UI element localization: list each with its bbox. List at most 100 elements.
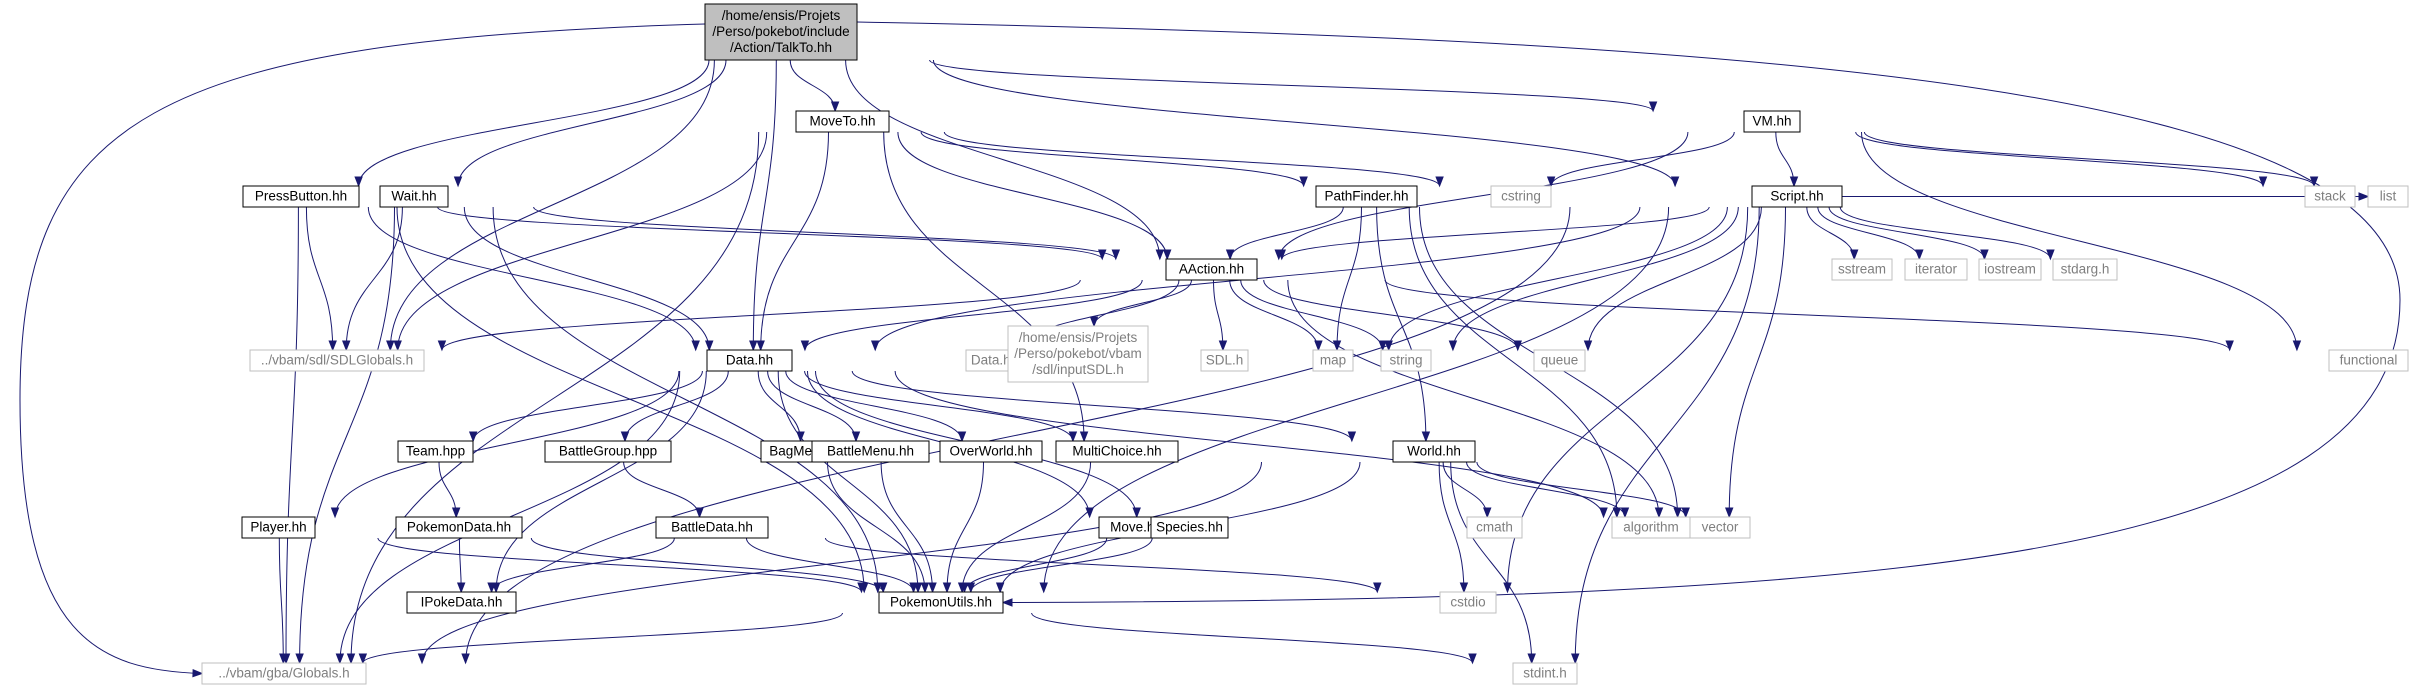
node-wait[interactable]: Wait.hh xyxy=(379,185,449,208)
node-player[interactable]: Player.hh xyxy=(241,516,316,539)
node-pathfinder[interactable]: PathFinder.hh xyxy=(1315,185,1418,208)
node-label-pokemondata-0: PokemonData.hh xyxy=(407,520,511,535)
node-box-stdargh xyxy=(2052,258,2118,281)
edge-multichoice-to-pokemonutils xyxy=(961,461,1092,593)
edge-wait-to-gbaglobals xyxy=(299,206,395,664)
edge-datahh-to-player xyxy=(334,370,680,518)
node-battlemenu[interactable]: BattleMenu.hh xyxy=(811,440,930,463)
node-label-battledata-0: BattleData.hh xyxy=(671,520,753,535)
arrowhead-script-to-iterator xyxy=(1915,249,1924,261)
edge-script-to-aaction xyxy=(1281,206,1710,260)
edge-script-to-iterator xyxy=(1817,206,1920,260)
arrowhead-talkto-to-moveto xyxy=(830,101,840,113)
node-multichoice[interactable]: MultiChoice.hh xyxy=(1055,440,1179,463)
node-stdint: stdint.h xyxy=(1512,662,1578,685)
node-label-talkto-2: /Action/TalkTo.hh xyxy=(730,40,832,55)
node-box-cstdio xyxy=(1439,591,1497,614)
node-box-world xyxy=(1392,440,1476,463)
node-box-battlemenu xyxy=(811,440,930,463)
node-label-species-0: Species.hh xyxy=(1156,520,1223,535)
node-label-player-0: Player.hh xyxy=(250,520,306,535)
node-battlegroup[interactable]: BattleGroup.hpp xyxy=(544,440,672,463)
edge-talkto-to-vm xyxy=(929,59,1654,112)
arrowhead-world-to-algorithm xyxy=(1620,507,1630,519)
arrowhead-datahh-to-world xyxy=(1347,431,1357,443)
node-box-functional xyxy=(2328,349,2409,372)
node-world[interactable]: World.hh xyxy=(1392,440,1476,463)
edge-talkto-to-aaction xyxy=(845,59,1161,260)
node-script[interactable]: Script.hh xyxy=(1751,185,1843,208)
node-talkto[interactable]: /home/ensis/Projets/Perso/pokebot/includ… xyxy=(704,3,858,61)
edge-datahh-to-vector xyxy=(894,370,1604,518)
node-label-inputsdl-2: /sdl/inputSDL.h xyxy=(1032,362,1124,377)
node-label-datahh2-0: Data.hh xyxy=(971,353,1018,368)
node-pressbutton[interactable]: PressButton.hh xyxy=(242,185,360,208)
edge-aaction-to-map xyxy=(1229,279,1319,351)
arrowhead-aaction-to-inputsdl xyxy=(1089,316,1099,328)
edge-moveto-to-aaction xyxy=(897,131,1168,260)
arrowhead-battledata-to-pokemonutils xyxy=(909,582,918,594)
edge-bagmenu-to-pokemonutils xyxy=(827,461,926,593)
node-box-sdlglobals xyxy=(249,349,425,372)
node-sdlglobals: ../vbam/sdl/SDLGlobals.h xyxy=(249,349,425,372)
node-box-sdlh xyxy=(1200,349,1249,372)
edge-datahh-to-world xyxy=(851,370,1353,442)
node-box-datahh xyxy=(706,349,793,372)
node-label-ipokedata-0: IPokeData.hh xyxy=(421,595,503,610)
node-datahh[interactable]: Data.hh xyxy=(706,349,793,372)
edge-pressbutton-to-gbaglobals xyxy=(285,206,299,664)
node-label-inputsdl-0: /home/ensis/Projets xyxy=(1019,330,1138,345)
edge-script-to-queue xyxy=(1587,206,1762,351)
node-box-map xyxy=(1312,349,1354,372)
edge-world-to-cstdio xyxy=(1438,461,1465,593)
edge-pressbutton-to-datahh xyxy=(367,206,697,351)
arrowhead-battlegroup-to-battledata xyxy=(695,507,704,519)
node-label-sdlglobals-0: ../vbam/sdl/SDLGlobals.h xyxy=(261,353,413,368)
arrowhead-talkto-to-vm xyxy=(1648,101,1658,113)
edge-battledata-to-ipokedata xyxy=(491,537,675,593)
edge-moveto-to-pathfinder xyxy=(920,131,1305,187)
node-moveto[interactable]: MoveTo.hh xyxy=(795,110,890,133)
edge-pathfinder-to-aaction xyxy=(1229,206,1344,260)
node-team[interactable]: Team.hpp xyxy=(397,440,474,463)
node-vm[interactable]: VM.hh xyxy=(1743,110,1801,133)
arrowhead-player-to-pokemonutils xyxy=(857,582,866,594)
arrowhead-pressbutton-to-sdlglobals xyxy=(328,340,337,352)
arrowhead-aaction-to-sdlglobals xyxy=(437,340,447,352)
node-label-algorithm-0: algorithm xyxy=(1623,520,1679,535)
node-ipokedata[interactable]: IPokeData.hh xyxy=(406,591,517,614)
edge-talkto-to-pokemonutils xyxy=(856,21,2401,603)
arrowhead-aaction-to-datahh xyxy=(800,340,810,352)
arrowhead-talkto-to-datahh xyxy=(749,340,758,352)
node-box-vm xyxy=(1743,110,1801,133)
edge-script-to-stdargh xyxy=(1839,206,2051,260)
edge-script-to-pokemonutils xyxy=(1043,206,1670,593)
node-iostream: iostream xyxy=(1978,258,2042,281)
edge-pathfinder-to-map xyxy=(1336,206,1362,351)
node-vector: vector xyxy=(1689,516,1751,539)
arrowhead-battledata-to-ipokedata xyxy=(487,582,496,594)
arrowhead-overworld-to-pokemonutils xyxy=(942,582,952,594)
arrowhead-datahh-to-team xyxy=(468,431,478,443)
arrowhead-pokemonutils-to-gbaglobals xyxy=(358,653,368,665)
node-box-stdint xyxy=(1512,662,1578,685)
arrowhead-datahh-to-multichoice xyxy=(1068,431,1078,443)
arrowhead-datahh-to-move xyxy=(1085,507,1094,519)
arrowhead-talkto-to-pokemonutils xyxy=(1001,598,1013,607)
node-overworld[interactable]: OverWorld.hh xyxy=(939,440,1043,463)
node-pokemonutils[interactable]: PokemonUtils.hh xyxy=(878,591,1004,614)
node-box-pressbutton xyxy=(242,185,360,208)
node-label-stdint-0: stdint.h xyxy=(1523,666,1567,681)
node-battledata[interactable]: BattleData.hh xyxy=(655,516,769,539)
arrowhead-pokemondata-to-pokemonutils xyxy=(878,582,888,594)
node-pokemondata[interactable]: PokemonData.hh xyxy=(395,516,523,539)
node-box-iostream xyxy=(1978,258,2042,281)
edge-wait-to-sdlglobals xyxy=(345,206,403,351)
edge-battledata-to-pokemonutils xyxy=(745,537,914,593)
node-aaction[interactable]: AAction.hh xyxy=(1165,258,1258,281)
node-sstream: sstream xyxy=(1831,258,1893,281)
node-species[interactable]: Species.hh xyxy=(1150,516,1229,539)
edge-datahh-to-battlegroup xyxy=(624,370,729,442)
node-box-string xyxy=(1380,349,1432,372)
